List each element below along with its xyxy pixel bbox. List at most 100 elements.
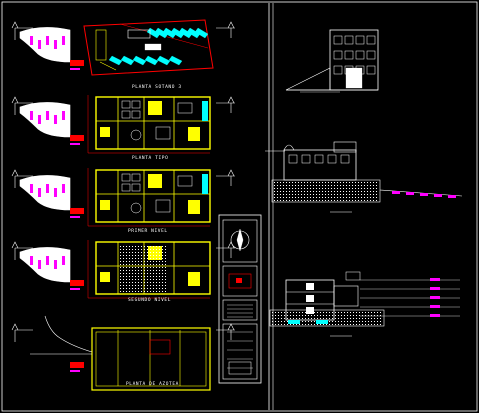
hatch-dot bbox=[135, 264, 136, 265]
window bbox=[366, 65, 376, 75]
hatch-dot bbox=[370, 200, 371, 201]
hatch-dot bbox=[274, 182, 275, 183]
hatch-dot bbox=[153, 282, 154, 283]
hatch-dot bbox=[132, 255, 133, 256]
hatch-dot bbox=[126, 279, 127, 280]
hatch-dot bbox=[319, 197, 320, 198]
hatch-dot bbox=[302, 324, 303, 325]
hatch-dot bbox=[129, 258, 130, 259]
window bbox=[340, 154, 350, 164]
level-mark bbox=[406, 192, 414, 195]
section-bottom bbox=[269, 271, 460, 337]
level-mark bbox=[434, 194, 442, 197]
hatch-dot bbox=[371, 324, 372, 325]
hatch-dot bbox=[141, 282, 142, 283]
hatch-dot bbox=[277, 185, 278, 186]
hatch-dot bbox=[141, 291, 142, 292]
solar-panel bbox=[132, 55, 147, 66]
hatch-dot bbox=[331, 185, 332, 186]
plan-label-1: PLANTA SOTANO 3 bbox=[132, 84, 182, 90]
hatch-dot bbox=[141, 270, 142, 271]
hatch-dot bbox=[358, 191, 359, 192]
furniture bbox=[131, 100, 141, 109]
hatch-dot bbox=[129, 246, 130, 247]
hatch-dot bbox=[337, 200, 338, 201]
hatch-dot bbox=[162, 273, 163, 274]
hatch-dot bbox=[150, 282, 151, 283]
hatch-dot bbox=[126, 246, 127, 247]
hatch-dot bbox=[165, 252, 166, 253]
hatch-dot bbox=[307, 185, 308, 186]
window bbox=[333, 35, 343, 45]
hatch-dot bbox=[376, 191, 377, 192]
furniture bbox=[177, 102, 193, 114]
hatch-dot bbox=[355, 197, 356, 198]
hatch-dot bbox=[328, 194, 329, 195]
plan-outline bbox=[83, 19, 214, 76]
notes-box bbox=[222, 299, 258, 321]
cyan-fixture bbox=[316, 320, 328, 324]
hatch-dot bbox=[356, 321, 357, 322]
core-block bbox=[188, 272, 200, 286]
hatch-dot bbox=[153, 246, 154, 247]
hatch-dot bbox=[159, 255, 160, 256]
wing-accent bbox=[46, 111, 49, 120]
hatch-dot bbox=[129, 249, 130, 250]
hatch-dot bbox=[352, 191, 353, 192]
level-arrow-icon bbox=[11, 169, 19, 177]
hatch-dot bbox=[150, 288, 151, 289]
hatch-dot bbox=[377, 318, 378, 319]
hatch-dot bbox=[313, 191, 314, 192]
hatch-dot bbox=[311, 321, 312, 322]
hatch-dot bbox=[316, 182, 317, 183]
hatch-dot bbox=[340, 182, 341, 183]
hatch-dot bbox=[138, 261, 139, 262]
hatch-dot bbox=[368, 315, 369, 316]
hatch-dot bbox=[299, 315, 300, 316]
hatch-dot bbox=[274, 197, 275, 198]
wing-accent bbox=[54, 188, 57, 197]
hatch-dot bbox=[150, 258, 151, 259]
hatch-dot bbox=[349, 197, 350, 198]
hatch-dot bbox=[275, 318, 276, 319]
hatch-dot bbox=[362, 315, 363, 316]
hatch-dot bbox=[129, 252, 130, 253]
hatch-dot bbox=[314, 321, 315, 322]
hatch-dot bbox=[289, 197, 290, 198]
hatch-dot bbox=[162, 246, 163, 247]
hatch-dot bbox=[126, 273, 127, 274]
level-arrow-right-icon bbox=[227, 96, 235, 104]
hatch-dot bbox=[284, 315, 285, 316]
hatch-dot bbox=[329, 312, 330, 313]
hatch-dot bbox=[281, 321, 282, 322]
hatch-dot bbox=[347, 321, 348, 322]
hatch-dot bbox=[295, 182, 296, 183]
hatch-dot bbox=[120, 246, 121, 247]
hatch-dot bbox=[368, 318, 369, 319]
hatch-dot bbox=[341, 321, 342, 322]
hatch-dot bbox=[165, 246, 166, 247]
core-block bbox=[148, 246, 162, 260]
hatch-dot bbox=[319, 188, 320, 189]
furniture bbox=[121, 100, 131, 109]
hatch-dot bbox=[340, 191, 341, 192]
hatch-dot bbox=[159, 258, 160, 259]
hatch-dot bbox=[301, 185, 302, 186]
hatch-dot bbox=[367, 182, 368, 183]
hatch-dot bbox=[277, 191, 278, 192]
hatch-dot bbox=[298, 185, 299, 186]
hatch-dot bbox=[316, 188, 317, 189]
hatch-dot bbox=[138, 267, 139, 268]
wing-accent bbox=[46, 256, 49, 265]
hatch-dot bbox=[144, 282, 145, 283]
hatch-dot bbox=[272, 315, 273, 316]
hatch-dot bbox=[289, 194, 290, 195]
hatch-dot bbox=[334, 200, 335, 201]
hatch-dot bbox=[319, 182, 320, 183]
hatch-dot bbox=[126, 267, 127, 268]
hatch-dot bbox=[376, 200, 377, 201]
hatch-dot bbox=[361, 188, 362, 189]
hatch-dot bbox=[123, 285, 124, 286]
wing-accent bbox=[38, 40, 41, 49]
